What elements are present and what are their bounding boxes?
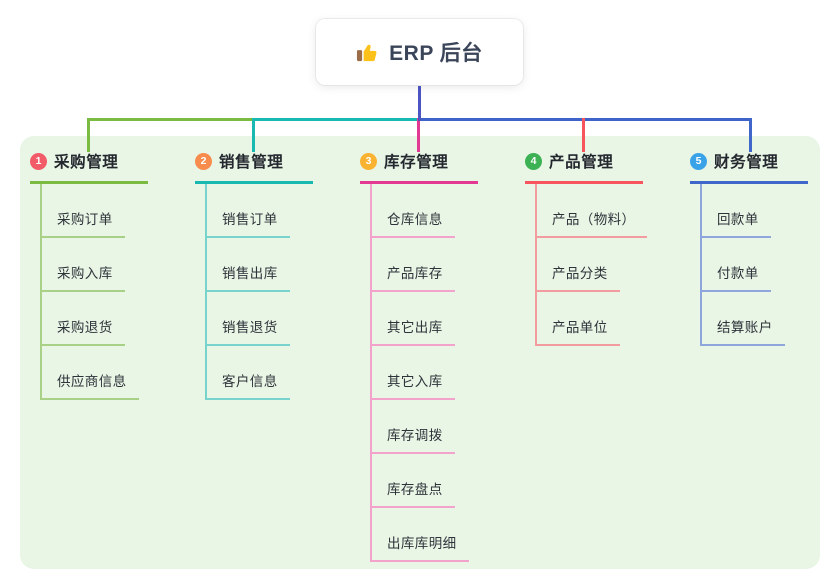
branch: 1 采购管理 采购订单采购入库采购退货供应商信息 — [30, 150, 148, 400]
bus-segment-left-teal — [251, 118, 420, 121]
branch-number-badge: 2 — [195, 152, 212, 170]
root-title: ERP 后台 — [389, 42, 483, 65]
branch-title-node[interactable]: 2 销售管理 — [195, 150, 313, 184]
child-node[interactable]: 出库库明细 — [372, 532, 469, 562]
child-node[interactable]: 其它出库 — [372, 316, 455, 346]
branch-title-node[interactable]: 1 采购管理 — [30, 150, 148, 184]
branch-number-badge: 4 — [525, 152, 542, 170]
branch-title-label: 库存管理 — [384, 154, 449, 171]
branches-panel — [20, 136, 820, 569]
child-row: 销售出库 — [207, 238, 313, 292]
child-row: 库存调拨 — [372, 400, 478, 454]
child-row: 产品（物料） — [537, 184, 648, 238]
branch-children: 采购订单采购入库采购退货供应商信息 — [40, 184, 148, 400]
branch-drop-line — [86, 118, 90, 152]
child-row: 其它出库 — [372, 292, 478, 346]
child-node[interactable]: 采购订单 — [42, 208, 125, 238]
child-node[interactable]: 供应商信息 — [42, 370, 139, 400]
bus-segment-left-green — [86, 118, 255, 121]
child-row: 采购退货 — [42, 292, 148, 346]
root-node[interactable]: ERP 后台 — [316, 19, 523, 85]
child-node[interactable]: 销售退货 — [207, 316, 290, 346]
branch: 4 产品管理 产品（物料） 产品分类产品单位 — [525, 150, 648, 346]
child-node[interactable]: 产品分类 — [537, 262, 620, 292]
child-row: 客户信息 — [207, 346, 313, 400]
branch: 2 销售管理 销售订单销售出库销售退货客户信息 — [195, 150, 313, 400]
branch-children: 回款单付款单结算账户 — [700, 184, 808, 346]
child-row: 供应商信息 — [42, 346, 148, 400]
child-row: 销售订单 — [207, 184, 313, 238]
child-row: 产品分类 — [537, 238, 647, 292]
child-node[interactable]: 仓库信息 — [372, 208, 455, 238]
child-node[interactable]: 产品（物料） — [537, 208, 648, 238]
branch-title-label: 销售管理 — [219, 154, 284, 171]
child-node[interactable]: 客户信息 — [207, 370, 290, 400]
branch-title-label: 财务管理 — [714, 154, 779, 171]
branch-drop-line — [416, 118, 420, 152]
branch-title-node[interactable]: 5 财务管理 — [690, 150, 808, 184]
branch: 3 库存管理 仓库信息产品库存其它出库其它入库库存调拨库存盘点出库库明细 — [360, 150, 478, 562]
child-row: 出库库明细 — [372, 508, 478, 562]
child-node[interactable]: 回款单 — [702, 208, 771, 238]
child-row: 结算账户 — [702, 292, 808, 346]
branch-children: 产品（物料） 产品分类产品单位 — [535, 184, 648, 346]
child-node[interactable]: 库存盘点 — [372, 478, 455, 508]
child-node[interactable]: 库存调拨 — [372, 424, 455, 454]
child-node[interactable]: 产品单位 — [537, 316, 620, 346]
child-row: 产品库存 — [372, 238, 478, 292]
child-node[interactable]: 付款单 — [702, 262, 771, 292]
child-row: 采购订单 — [42, 184, 148, 238]
child-row: 回款单 — [702, 184, 808, 238]
root-connector-line — [417, 84, 421, 121]
branch-number-badge: 3 — [360, 152, 377, 170]
branch-children: 仓库信息产品库存其它出库其它入库库存调拨库存盘点出库库明细 — [370, 184, 478, 562]
child-node[interactable]: 其它入库 — [372, 370, 455, 400]
child-node[interactable]: 采购退货 — [42, 316, 125, 346]
child-row: 产品单位 — [537, 292, 647, 346]
child-row: 付款单 — [702, 238, 808, 292]
child-row: 仓库信息 — [372, 184, 478, 238]
child-node[interactable]: 结算账户 — [702, 316, 785, 346]
branch-title-label: 产品管理 — [549, 154, 614, 171]
branch: 5 财务管理 回款单付款单结算账户 — [690, 150, 808, 346]
branch-title-node[interactable]: 4 产品管理 — [525, 150, 643, 184]
branch-drop-line — [251, 118, 255, 152]
child-node[interactable]: 销售订单 — [207, 208, 290, 238]
child-row: 销售退货 — [207, 292, 313, 346]
child-row: 其它入库 — [372, 346, 478, 400]
child-node[interactable]: 产品库存 — [372, 262, 455, 292]
child-node[interactable]: 采购入库 — [42, 262, 125, 292]
child-row: 库存盘点 — [372, 454, 478, 508]
branch-number-badge: 1 — [30, 152, 47, 170]
branch-drop-line — [748, 118, 752, 152]
branch-drop-line — [581, 118, 585, 152]
child-node[interactable]: 销售出库 — [207, 262, 290, 292]
branch-title-label: 采购管理 — [54, 154, 119, 171]
branch-title-node[interactable]: 3 库存管理 — [360, 150, 478, 184]
child-row: 采购入库 — [42, 238, 148, 292]
branch-number-badge: 5 — [690, 152, 707, 170]
branch-children: 销售订单销售出库销售退货客户信息 — [205, 184, 313, 400]
thumbs-up-icon — [356, 41, 379, 64]
